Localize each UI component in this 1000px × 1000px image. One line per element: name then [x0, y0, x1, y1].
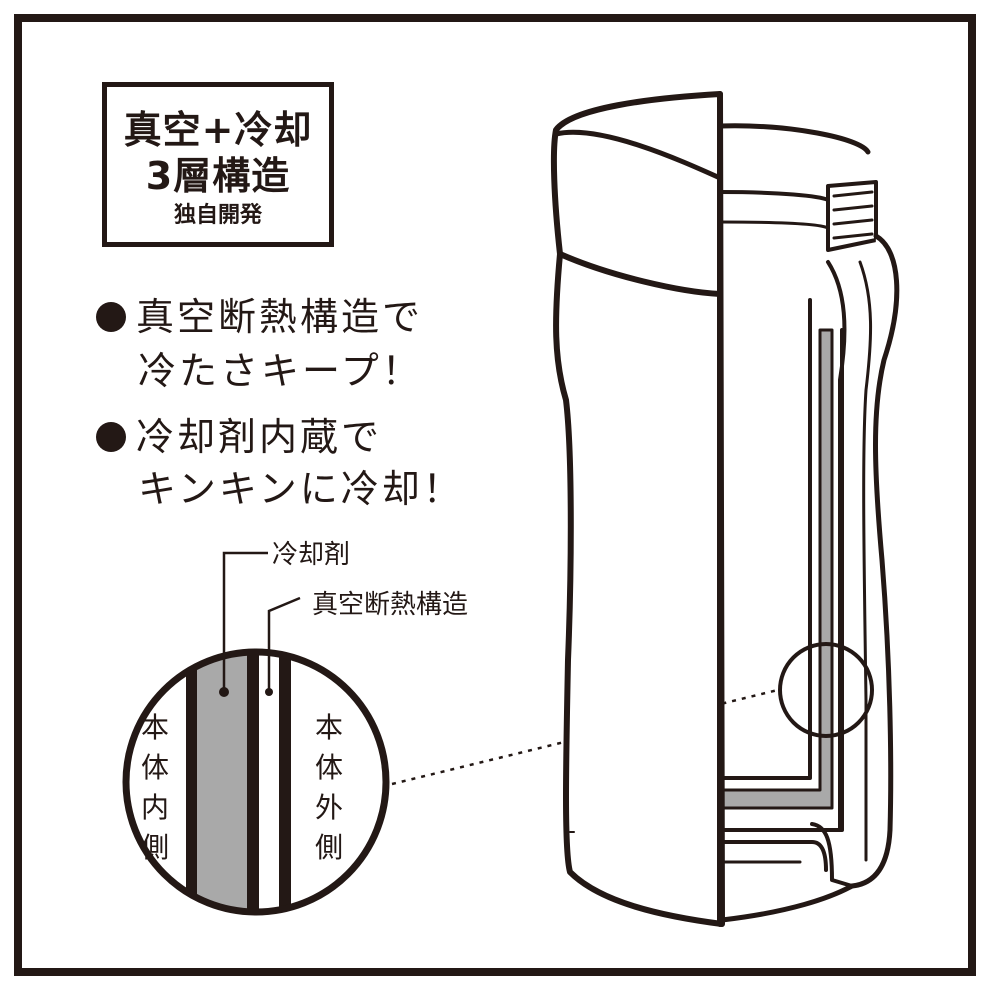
feature-2-line1: 冷却剤内蔵で [96, 406, 382, 461]
feature-2-line2: キンキンに冷却！ [138, 467, 464, 511]
detail-zoom-circle [778, 642, 874, 738]
vacuum-gap [259, 652, 279, 912]
bottle-cutaway [717, 123, 900, 923]
coolant-callout-label: 冷却剤 [272, 540, 351, 570]
badge-subtitle: 独自開発 [173, 203, 262, 228]
wall-line-2 [247, 652, 259, 912]
coolant-leader-dot [219, 687, 229, 697]
feature-1-line1: 真空断熱構造で [96, 286, 423, 341]
inner-side-label: 本 体 内 側 [140, 711, 169, 864]
coolant-band [197, 652, 247, 912]
vacuum-leader [267, 596, 301, 692]
feature-1-line2: 冷たさキープ！ [138, 349, 423, 393]
bullet-dot [96, 302, 126, 332]
wall-line-1 [186, 652, 197, 912]
bullet-dot [96, 422, 126, 452]
vacuum-leader-dot [265, 688, 273, 696]
feature-badge: 真空+冷却 3層構造 独自開発 [102, 82, 334, 247]
badge-title-line2: 3層構造 [145, 154, 291, 198]
outer-frame [14, 14, 976, 976]
cross-section-zoom [126, 652, 386, 912]
cross-section-outline [122, 648, 390, 916]
vacuum-callout-label: 真空断熱構造 [312, 590, 469, 620]
wall-line-3 [279, 652, 291, 912]
bottle-body-left [550, 91, 725, 927]
coolant-leader [222, 551, 268, 692]
badge-title-line1: 真空+冷却 [123, 108, 313, 152]
outer-side-label: 本 体 外 側 [314, 711, 343, 864]
